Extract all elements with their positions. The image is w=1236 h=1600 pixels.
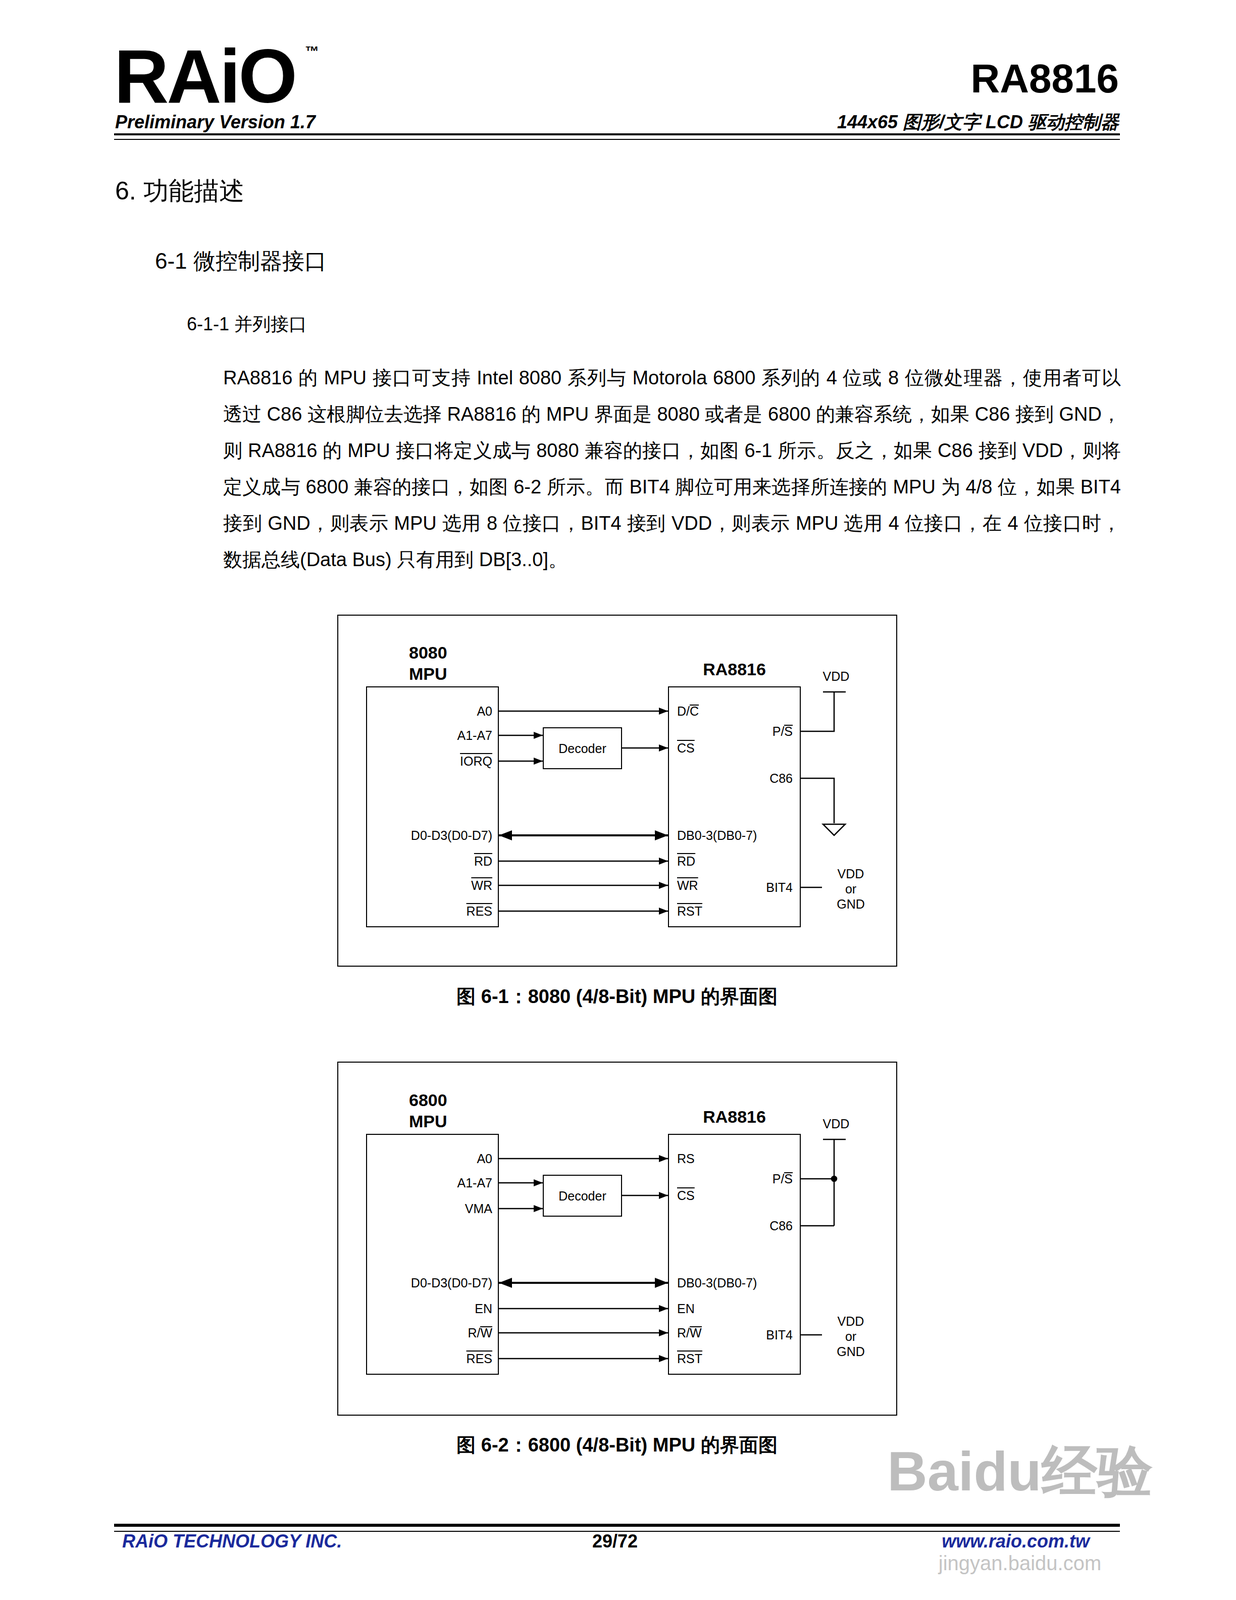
signal-line [498, 1357, 668, 1360]
version-note: Preliminary Version 1.7 [115, 111, 316, 133]
signal-line [498, 710, 668, 712]
signal-line [498, 910, 668, 912]
pin-name: RS [677, 1150, 695, 1166]
supply-note: VDD or GND [833, 1313, 869, 1359]
signal-line [498, 760, 543, 762]
power-wiring [800, 691, 846, 1335]
pin-name: BIT4 [765, 879, 793, 895]
pin-name: EN [677, 1300, 695, 1316]
body-paragraph: RA8816 的 MPU 接口可支持 Intel 8080 系列与 Motoro… [223, 359, 1121, 578]
footer-url: www.raio.com.tw [941, 1529, 1090, 1552]
pin-name: P/S [772, 723, 793, 739]
trademark: ™ [304, 42, 320, 61]
figure-caption: 图 6-1：8080 (4/8-Bit) MPU 的界面图 [456, 985, 778, 1009]
chip-name: RA8816 [970, 54, 1119, 103]
decoder-box: Decoder [542, 727, 623, 769]
pin-name: WR [677, 877, 699, 893]
section-title: 6. 功能描述 [115, 175, 245, 206]
pin-name: RD [677, 853, 696, 869]
box-heading: RA8816 [668, 1106, 800, 1127]
chip-box: 6800 MPU [366, 1133, 499, 1375]
pin-name: WR [471, 877, 493, 893]
signal-line [498, 1157, 668, 1160]
pin-name: RD [474, 853, 493, 869]
overbar [784, 724, 793, 726]
data-bus [498, 1281, 668, 1284]
chip-description: 144x65 图形/文字 LCD 驱动控制器 [837, 111, 1119, 133]
section-heading: 6-1 微控制器接口 [155, 247, 327, 275]
pin-name: C86 [769, 1217, 793, 1233]
box-heading: 6800 MPU [408, 1089, 460, 1132]
signal-line [622, 747, 668, 749]
chip-box: RA8816 [667, 1133, 801, 1375]
supply-note: VDD or GND [833, 865, 869, 912]
pin-name: A1-A7 [457, 727, 493, 743]
signal-line [622, 1194, 668, 1197]
overbar [689, 1325, 702, 1327]
page-number: 29/72 [592, 1529, 638, 1552]
box-label: Decoder [558, 740, 607, 756]
box-heading: 8080 MPU [408, 641, 460, 685]
rules [114, 134, 1120, 1531]
company-logo: RAiO [114, 38, 296, 115]
pin-name: R/W [677, 1324, 702, 1341]
signal-line [498, 1207, 543, 1210]
pin-name: DB0-3(DB0-7) [677, 1274, 757, 1291]
pin-name: IORQ [459, 753, 493, 769]
chip-box: RA8816 [667, 686, 801, 927]
pin-name: EN [474, 1300, 493, 1316]
data-bus [498, 834, 668, 837]
signal-line [498, 1331, 668, 1334]
pin-name: D0-D3(D0-D7) [410, 1274, 493, 1291]
subsection-heading: 6-1-1 并列接口 [186, 313, 307, 335]
pin-name: VMA [465, 1200, 493, 1216]
pin-name: A0 [476, 703, 493, 719]
box-heading: RA8816 [668, 658, 800, 680]
pin-name: CS [677, 740, 695, 756]
pin-name: RES [466, 903, 493, 919]
signal-line [498, 734, 543, 737]
signal-line [498, 860, 668, 862]
pin-name: D0-D3(D0-D7) [410, 827, 493, 843]
pin-name: DB0-3(DB0-7) [677, 827, 757, 843]
pin-name: RST [677, 1350, 703, 1366]
pin-name: A1-A7 [457, 1174, 493, 1191]
overbar [689, 704, 699, 706]
pin-name: BIT4 [765, 1326, 793, 1343]
overbar [784, 1171, 793, 1173]
pin-name: CS [677, 1187, 695, 1203]
pin-name: P/S [772, 1170, 793, 1187]
pin-name: C86 [769, 770, 793, 786]
figure-frames [337, 614, 897, 1415]
pin-name: D/C [677, 703, 699, 719]
signal-line [498, 1307, 668, 1310]
pin-name: A0 [476, 1150, 493, 1166]
pin-name: RES [466, 1350, 493, 1366]
signal-line [498, 1181, 543, 1184]
pin-name: RST [677, 903, 703, 919]
figure-caption: 图 6-2：6800 (4/8-Bit) MPU 的界面图 [456, 1433, 778, 1457]
overbar [480, 1325, 493, 1327]
decoder-box: Decoder [542, 1174, 623, 1217]
watermark: jingyan.baidu.com [938, 1550, 1102, 1575]
signal-line [498, 884, 668, 887]
pin-name: R/W [467, 1324, 493, 1341]
supply-label: VDD [822, 1115, 850, 1131]
box-label: Decoder [558, 1188, 607, 1203]
supply-label: VDD [822, 668, 850, 684]
chip-box: 8080 MPU [366, 686, 499, 927]
watermark: Baidu经验 [887, 1437, 1153, 1505]
footer-company: RAiO TECHNOLOGY INC. [122, 1529, 342, 1552]
